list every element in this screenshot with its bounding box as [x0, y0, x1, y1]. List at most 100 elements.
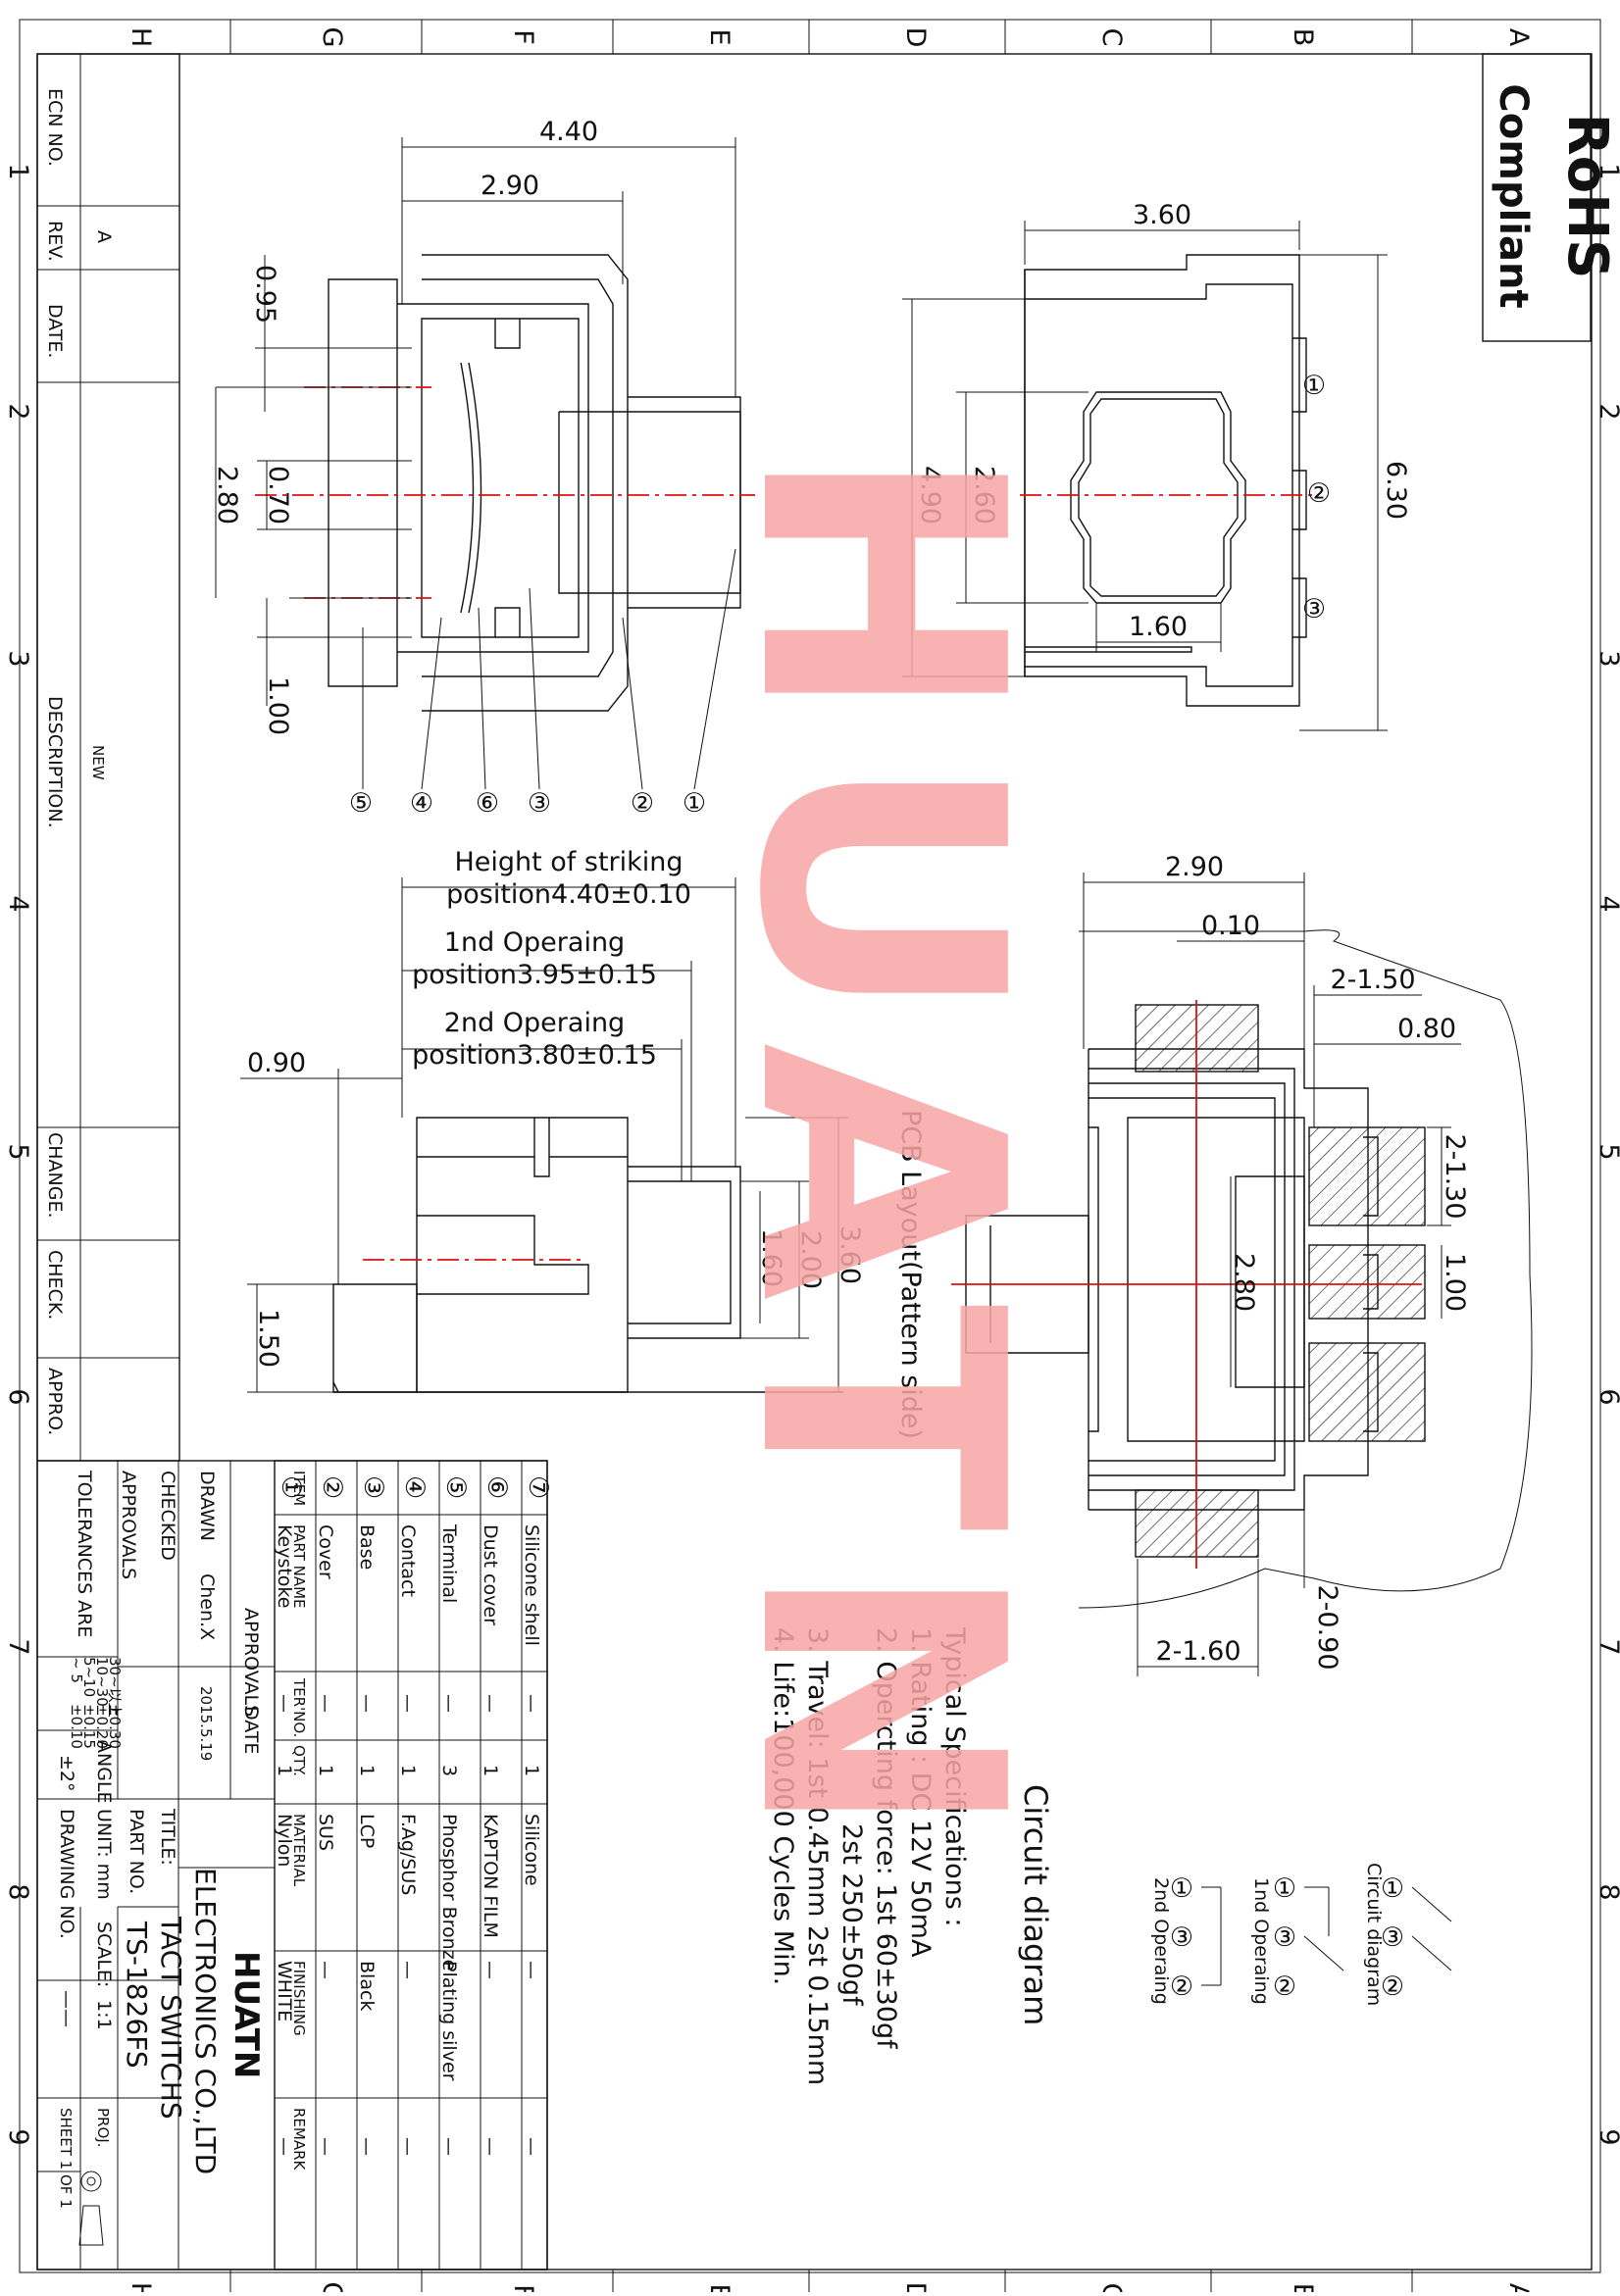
tol-value-2-wrap: ±0.15: [80, 1704, 98, 1749]
bom-rem-6-wrap: —: [274, 2137, 295, 2156]
bom-name-5-wrap: Cover: [315, 1524, 336, 1579]
bom-ter-5: —: [315, 1694, 336, 1713]
bom-mat-2: Phosphor Bronze: [438, 1814, 460, 1971]
dim-pcb-width: 2.90: [1165, 852, 1224, 882]
top-view: 3.60 6.30 2.60 1.60 4.90 ① ② ③: [902, 200, 1411, 731]
zone-col-right-9-wrap: 9: [1594, 2128, 1620, 2145]
date-header: DATE: [240, 1706, 262, 1754]
zone-col-right-7: 7: [1594, 1638, 1620, 1655]
spec-line-5: 4. Life:100,000 Cycles Min.: [768, 1627, 798, 1985]
circuit-diagram: Circuit diagram Circuit diagram 1nd Oper…: [1017, 1784, 1452, 2025]
bom-header-3-wrap: QTY.: [290, 1745, 308, 1776]
unit: UNIT: mm: [93, 1809, 115, 1900]
pin-label-1: ①: [1302, 371, 1326, 401]
projection-symbol-icon: [78, 2171, 104, 2246]
circuit-c: ① ③ ②: [1170, 1873, 1222, 2002]
watermark-text: HUATN: [685, 444, 1074, 1869]
bom-rem-0: —: [521, 2137, 542, 2156]
title-block: APPROVALS DATE DRAWN Chen.X 2015.5.19 CH…: [36, 1460, 548, 2271]
circuit-c-node-1: ①: [1170, 1873, 1193, 1904]
tol-range-2-wrap: 5~10: [80, 1657, 98, 1697]
bom-item-3: ④: [399, 1475, 430, 1499]
bom-qty-1: 1: [480, 1765, 501, 1776]
bom-qty-4: 1: [356, 1765, 378, 1776]
bom-item-0: ⑦: [523, 1475, 553, 1499]
bom-mat-2-wrap: Phosphor Bronze: [438, 1814, 460, 1971]
part-no: TS-1826FS: [121, 1921, 153, 2069]
spec-title: Typical Specifications :: [939, 1626, 970, 1926]
zone-col-left-6: 6: [3, 1388, 33, 1405]
sheet-count: SHEET 1 OF 1: [57, 2108, 75, 2209]
bom-ter-0-wrap: —: [521, 1694, 542, 1713]
spec-line-3: 2st 250±50gf: [836, 1823, 867, 2007]
spec-line-2: 2. Opercting force: 1st 60±30gf: [871, 1627, 901, 2050]
zone-col-left-3: 3: [3, 650, 33, 667]
zone-row-bottom-C: C: [1096, 2283, 1127, 2292]
bom-name-5: Cover: [315, 1524, 336, 1579]
bom-fin-2: Plating silver: [438, 1961, 460, 2081]
zone-row-bottom-E-wrap: E: [704, 2283, 734, 2296]
bom-ter-4-wrap: —: [356, 1694, 378, 1713]
bom-mat-1-wrap: KAPTON FILM: [480, 1814, 501, 1938]
dim-pcb-pad-gap: 0.80: [1397, 1014, 1456, 1044]
bom-qty-2-wrap: 3: [438, 1765, 460, 1776]
bom-rem-1-wrap: —: [480, 2137, 501, 2156]
bom-ter-6: —: [274, 1694, 295, 1713]
zone-col-right-4: 4: [1594, 895, 1620, 912]
circuit-title: Circuit diagram: [1017, 1784, 1054, 2025]
tol-value-1: ±0.20: [93, 1704, 111, 1749]
bom-item-5-wrap: ②: [317, 1475, 347, 1499]
dim-pcb-pad-height: 2-1.30: [1440, 1133, 1470, 1219]
bom-fin-5-wrap: —: [315, 1961, 336, 1979]
bom-item-0-wrap: ⑦: [523, 1475, 553, 1499]
date-label: DATE.: [44, 304, 66, 358]
spec-line-4: 3. Travel: 1st 0.45mm 2st 0.15mm: [802, 1627, 833, 2085]
bom-ter-2-wrap: —: [438, 1694, 460, 1713]
dim-pcb-pad-outer: 2-1.50: [1330, 965, 1415, 995]
bom-mat-6: Nylon: [274, 1814, 295, 1867]
bom-ter-3-wrap: —: [397, 1694, 419, 1713]
zone-row-top-F-wrap: F: [508, 29, 538, 45]
title-label: TITLE:: [157, 1808, 178, 1866]
zone-row-top-B: B: [1288, 28, 1318, 47]
revision-block: ECN NO. REV. A DATE. DESCRIPTION. NEW CH…: [36, 53, 180, 1462]
bom-rem-1: —: [480, 2137, 501, 2156]
zone-row-top-C: C: [1096, 28, 1127, 47]
bom-fin-0: —: [521, 1961, 542, 1979]
zone-row-bottom-B: B: [1288, 2283, 1318, 2292]
specifications: Typical Specifications : 1. Rating : DC …: [768, 1626, 970, 2085]
zone-col-left-5: 5: [3, 1143, 33, 1160]
bom-item-3-wrap: ④: [399, 1475, 430, 1499]
bom-header-6-wrap: REMARK: [290, 2108, 308, 2171]
zone-col-right-6: 6: [1594, 1388, 1620, 1405]
zone-col-left-9-wrap: 9: [3, 2128, 33, 2145]
rohs-title: RoHS: [1555, 114, 1619, 279]
bom-qty-1-wrap: 1: [480, 1765, 501, 1776]
bom-fin-1-wrap: —: [480, 1961, 501, 1979]
bom-header-5-wrap: FINISHING: [290, 1961, 308, 2036]
zone-row-top-G: G: [317, 27, 347, 48]
zone-col-right-4-wrap: 4: [1594, 895, 1620, 912]
bom-fin-6-wrap: WHITE: [274, 1961, 295, 2021]
bom-item-4-wrap: ③: [358, 1475, 388, 1499]
bom-header-0: ITEM: [290, 1471, 308, 1506]
zone-row-top-A-wrap: A: [1503, 28, 1534, 47]
zone-row-bottom-F: F: [508, 2284, 538, 2292]
check-label: CHECK.: [44, 1250, 66, 1320]
zone-row-bottom-D-wrap: D: [900, 2282, 931, 2296]
zone-row-bottom-H-wrap: H: [126, 2282, 156, 2296]
bom-fin-3-wrap: —: [397, 1961, 419, 1979]
bom-qty-2: 3: [438, 1765, 460, 1776]
tol-range-1: 10~30: [93, 1657, 111, 1707]
bom-mat-3: F.Ag/SUS: [397, 1814, 419, 1895]
drawing-no: ——: [56, 1990, 77, 2027]
bom-name-0: Silicone shell: [521, 1524, 542, 1646]
bom-qty-3-wrap: 1: [397, 1765, 419, 1776]
zone-col-right-3-wrap: 3: [1594, 650, 1620, 667]
circuit-b: ① ③ ②: [1273, 1873, 1344, 2002]
circuit-c-node-3: ③: [1170, 1922, 1193, 1953]
zone-row-bottom-A: A: [1503, 2283, 1534, 2292]
zone-row-top-H-wrap: H: [126, 27, 156, 47]
bom-mat-4-wrap: LCP: [356, 1814, 378, 1848]
